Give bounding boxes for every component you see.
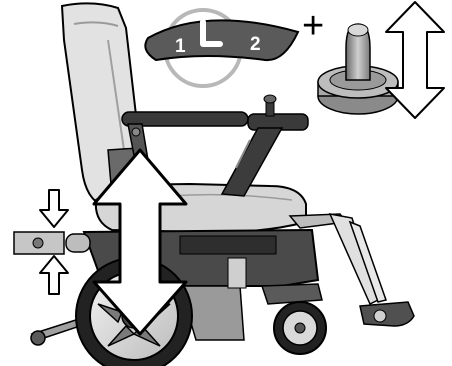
height-pin [14,232,90,254]
mode-label-1: 1 [175,36,186,57]
front-caster [262,284,326,354]
arrow-down-icon [40,190,68,227]
mode-switch: 1 2 [145,10,298,86]
plus-sign: + [302,5,324,47]
mode-switch-body [145,20,298,60]
mode-label-2: 2 [250,34,261,55]
controller [222,95,308,196]
arrow-up-icon [40,256,68,294]
joystick-icon [318,24,398,114]
